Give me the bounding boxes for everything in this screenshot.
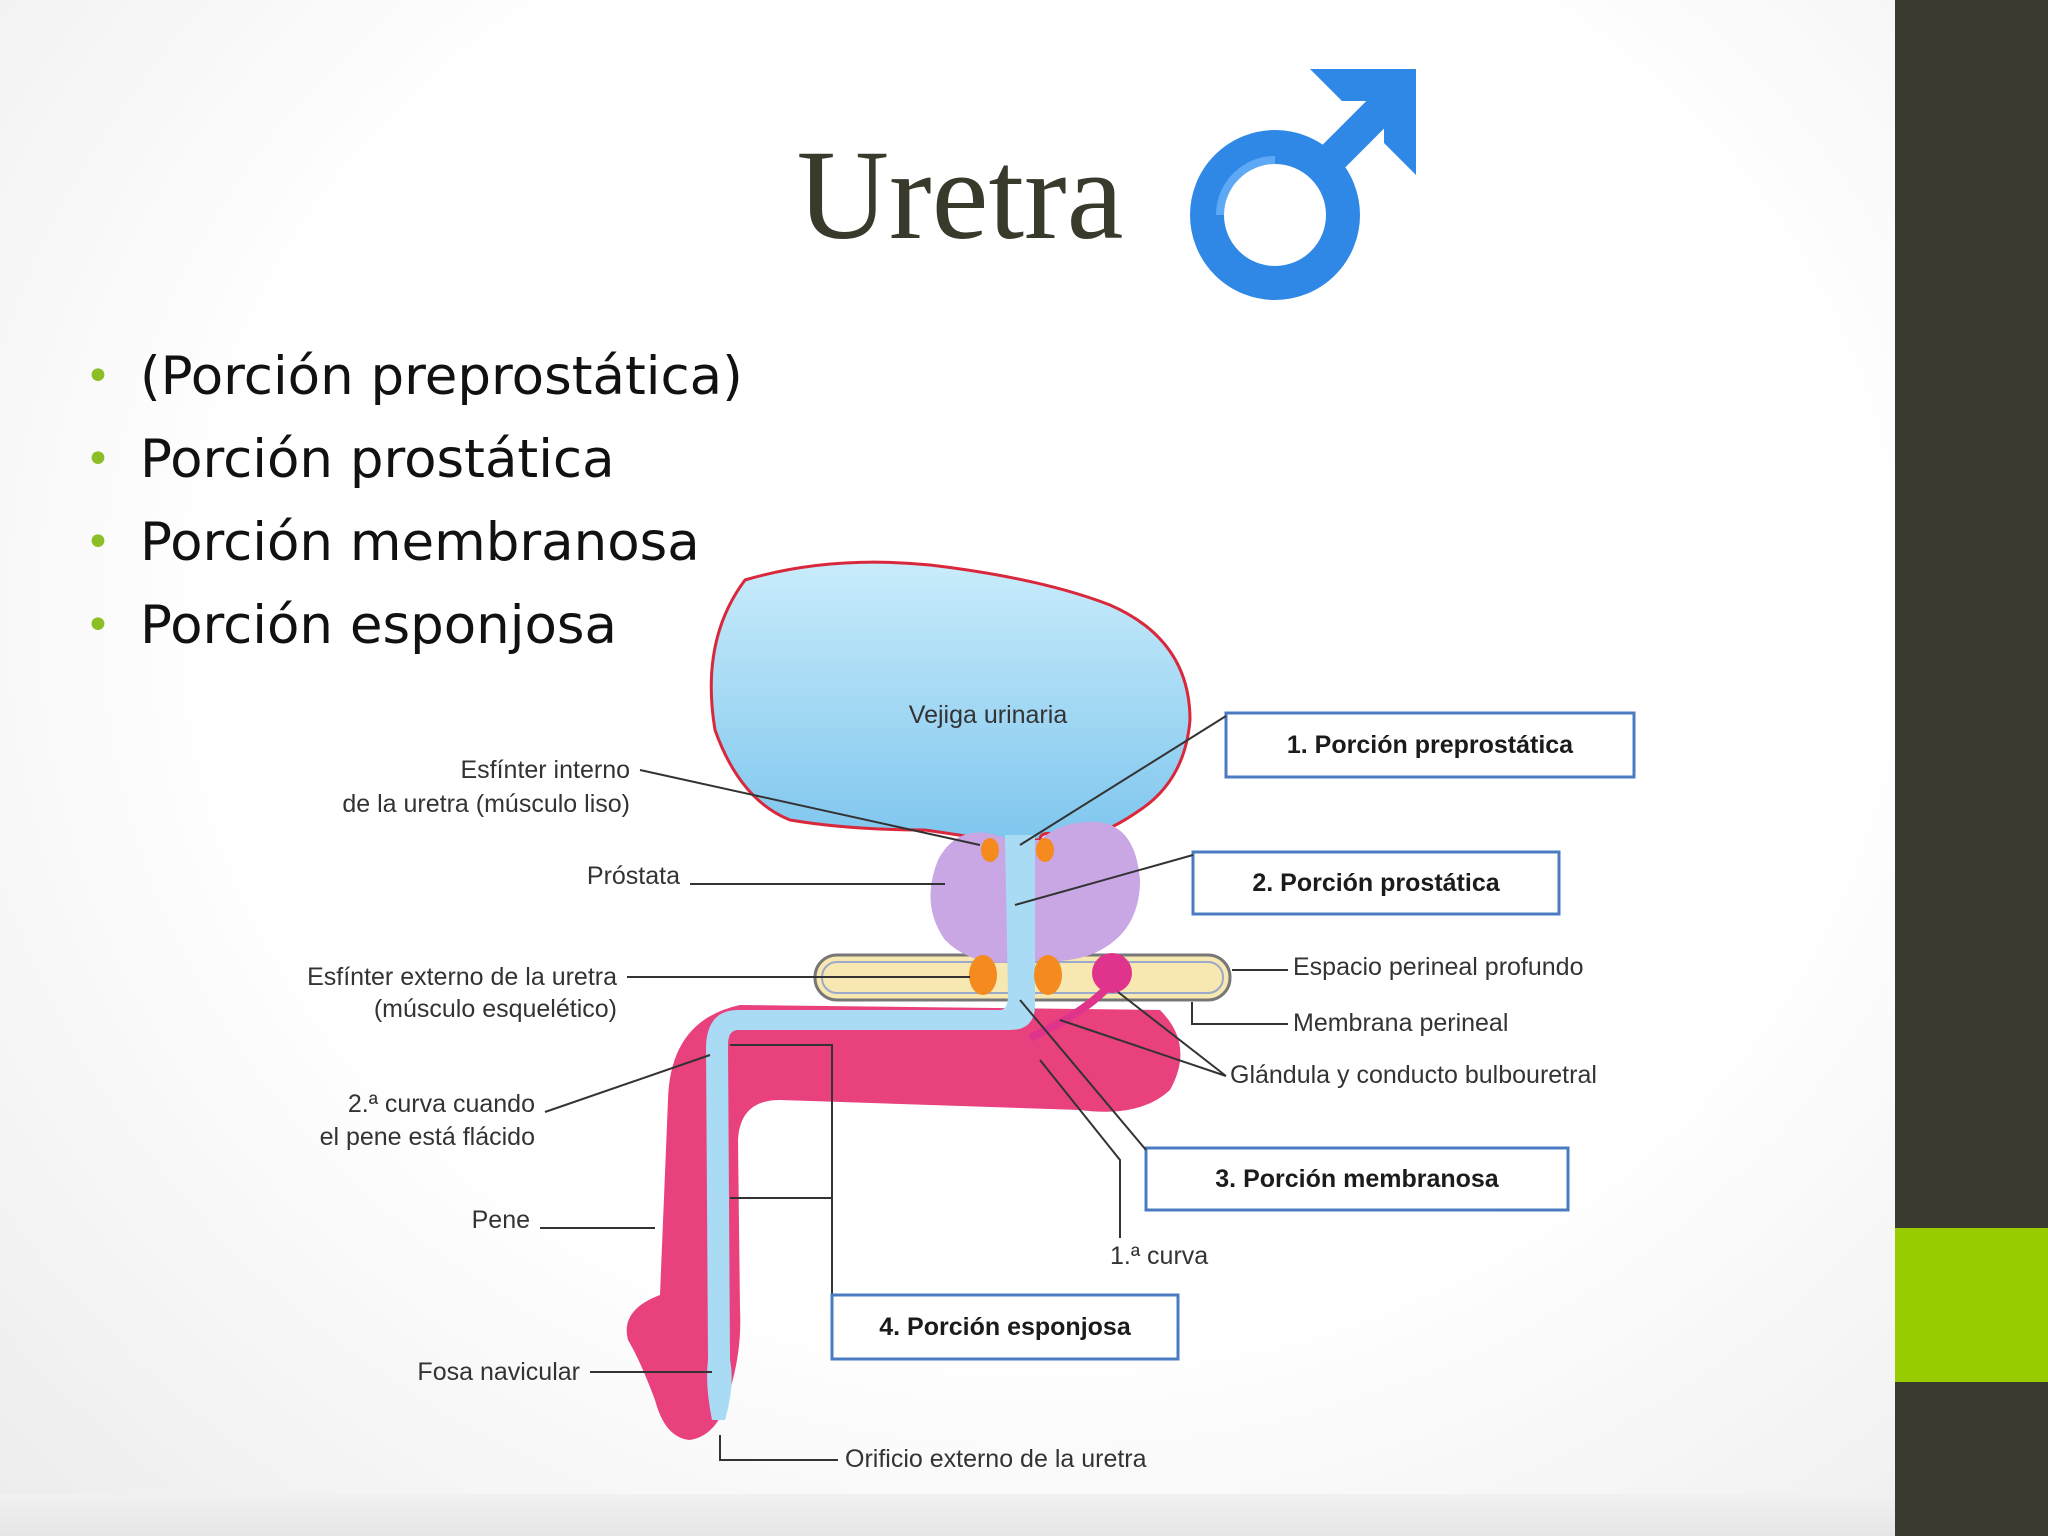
prostate-shape bbox=[930, 821, 1140, 963]
leader-membranous bbox=[1019, 999, 1147, 1151]
label-deep-perineal-space: Espacio perineal profundo bbox=[1293, 953, 1583, 981]
leader-internal-sphincter bbox=[639, 769, 981, 846]
side-panel bbox=[1895, 0, 2048, 1536]
slide-footer-band bbox=[0, 1494, 1895, 1536]
bullet-dot: • bbox=[85, 517, 111, 568]
label-external-orifice: Orificio externo de la uretra bbox=[845, 1445, 1147, 1473]
bullet-dot: • bbox=[85, 600, 111, 651]
box-preprostatic bbox=[1224, 711, 1636, 779]
internal-sphincter-right bbox=[1036, 838, 1054, 862]
slide-canvas: Uretra • (Porción preprostática) • Porción… bbox=[0, 0, 1895, 1536]
bullet-item: • Porción prostática bbox=[85, 418, 743, 501]
leader-bulbourethral-gland bbox=[1059, 991, 1227, 1077]
slide-title: Uretra bbox=[796, 124, 1124, 266]
side-accent-block bbox=[1895, 1228, 2048, 1382]
urethra-diagram: Vejiga urinaria Esfínter interno de la u… bbox=[307, 560, 1636, 1473]
box-prostatic bbox=[1191, 850, 1561, 916]
box-spongy bbox=[830, 1293, 1180, 1361]
label-first-curve: 1.ª curva bbox=[1110, 1242, 1208, 1270]
leader-prostatic bbox=[1014, 854, 1194, 906]
bullet-item: • Porción esponjosa bbox=[85, 584, 743, 667]
leader-preprostatic bbox=[1019, 715, 1227, 846]
male-symbol-icon bbox=[1190, 69, 1416, 300]
bullet-list: • (Porción preprostática) • Porción prostá… bbox=[85, 335, 743, 667]
bullet-item: • (Porción preprostática) bbox=[85, 335, 743, 418]
label-internal-sphincter: Esfínter interno bbox=[460, 756, 630, 784]
external-sphincter-right bbox=[1034, 955, 1062, 995]
label-prostate: Próstata bbox=[587, 862, 680, 890]
leader-perineal-membrane bbox=[1191, 1002, 1288, 1025]
box-preprostatic-label: 1. Porción preprostática bbox=[1287, 731, 1574, 759]
bullet-dot: • bbox=[85, 434, 111, 485]
label-external-sphincter: Esfínter externo de la uretra bbox=[307, 963, 617, 991]
label-second-curve-sub: el pene está flácido bbox=[320, 1123, 535, 1151]
label-internal-sphincter-sub: de la uretra (músculo liso) bbox=[342, 790, 630, 818]
bulbourethral-gland bbox=[1092, 953, 1132, 993]
bullet-text: Porción prostática bbox=[140, 429, 615, 490]
label-perineal-membrane: Membrana perineal bbox=[1293, 1009, 1508, 1037]
box-prostatic-label: 2. Porción prostática bbox=[1252, 869, 1500, 897]
label-bulbourethral-gland: Glándula y conducto bulbouretral bbox=[1230, 1061, 1597, 1089]
label-external-sphincter-sub: (músculo esquelético) bbox=[374, 995, 617, 1023]
external-sphincter-left bbox=[969, 955, 997, 995]
bullet-dot: • bbox=[85, 351, 111, 402]
leader-second-curve bbox=[544, 1054, 711, 1113]
bullet-text: Porción membranosa bbox=[140, 512, 700, 573]
internal-sphincter-left bbox=[981, 838, 999, 862]
box-spongy-label: 4. Porción esponjosa bbox=[879, 1313, 1132, 1341]
bracket-spongy bbox=[730, 1044, 833, 1300]
box-membranous-label: 3. Porción membranosa bbox=[1215, 1165, 1500, 1193]
bulbourethral-duct bbox=[1028, 987, 1108, 1042]
leader-first-curve bbox=[1039, 1059, 1121, 1238]
label-penis: Pene bbox=[472, 1206, 530, 1234]
label-navicular-fossa: Fosa navicular bbox=[417, 1358, 580, 1386]
bullet-text: Porción esponjosa bbox=[140, 595, 617, 656]
leader-external-orifice bbox=[719, 1435, 838, 1461]
box-membranous bbox=[1144, 1146, 1570, 1212]
bullet-text: (Porción preprostática) bbox=[140, 346, 743, 407]
bladder-label: Vejiga urinaria bbox=[909, 701, 1068, 729]
bullet-item: • Porción membranosa bbox=[85, 501, 743, 584]
penis-shape bbox=[626, 1005, 1181, 1440]
label-second-curve: 2.ª curva cuando bbox=[348, 1090, 535, 1118]
